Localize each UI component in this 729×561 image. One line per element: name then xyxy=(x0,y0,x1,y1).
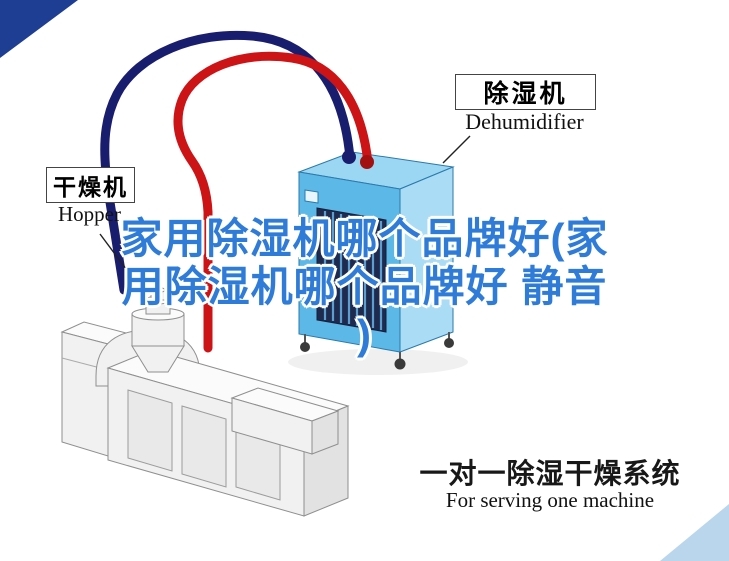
machine-door xyxy=(127,389,173,472)
overlay-title-line2: 用除湿机哪个品牌好 静音 xyxy=(121,263,608,310)
system-caption-cn: 一对一除湿干燥系统 xyxy=(419,458,681,489)
cabinet-side-face xyxy=(399,166,454,353)
system-caption-en: For serving one machine xyxy=(445,488,655,512)
machine-door xyxy=(181,405,227,488)
dehumidifier-label-cn: 除湿机 xyxy=(455,74,596,110)
hopper-label-en: Hopper xyxy=(58,202,121,226)
hose-connector-blue xyxy=(342,150,356,164)
dehumidifier-pointer-line xyxy=(442,135,471,164)
hose-connector-red xyxy=(360,155,374,169)
molding-machine-illustration xyxy=(60,287,350,517)
dehumidifier-cabinet xyxy=(297,151,455,370)
overlay-title-line3: ) xyxy=(357,311,372,358)
cabinet-casters xyxy=(300,332,454,370)
hopper-assembly xyxy=(131,287,185,373)
hopper-pointer-line xyxy=(99,233,148,298)
dry-air-hose-red xyxy=(173,51,373,353)
corner-triangle-top-left xyxy=(0,0,78,58)
dehumidifier-label-en: Dehumidifier xyxy=(465,109,584,134)
cabinet-vent-panel xyxy=(316,207,387,333)
cabinet-shadow xyxy=(288,349,468,375)
overlay-title-line1: 家用除湿机哪个品牌好(家 xyxy=(120,215,609,262)
hopper-label-cn: 干燥机 xyxy=(46,167,135,203)
corner-triangle-bottom-right xyxy=(660,504,729,561)
overlay-title: 家用除湿机哪个品牌好(家 用除湿机哪个品牌好 静音 ) xyxy=(0,215,729,359)
hopper-knob-top xyxy=(150,287,166,293)
cabinet-vent-slats xyxy=(323,211,383,330)
machine-top-unit-side xyxy=(311,410,339,455)
cabinet-display xyxy=(304,189,319,204)
